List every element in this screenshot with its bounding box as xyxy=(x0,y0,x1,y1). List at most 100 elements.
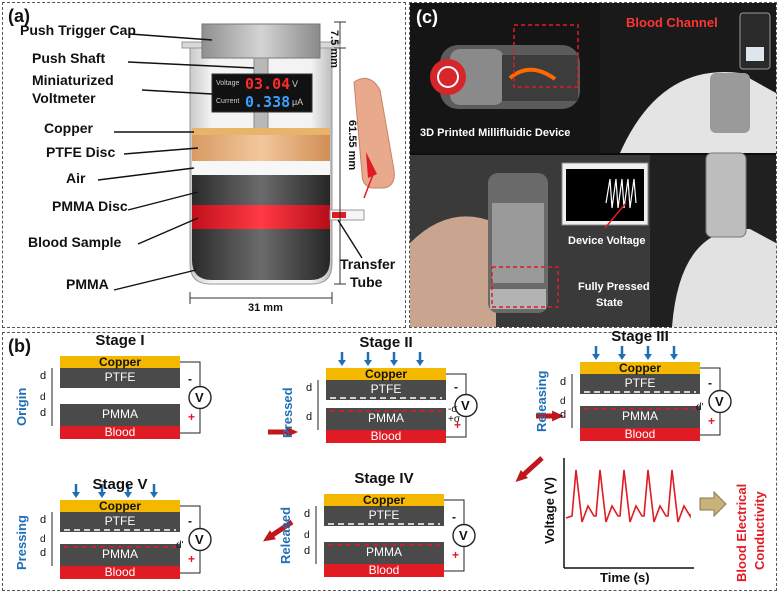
d2-label: d xyxy=(560,396,566,407)
voltmeter-icon xyxy=(188,385,212,410)
panel-b-frame xyxy=(2,332,777,591)
stage3-state: Releasing xyxy=(534,370,549,432)
finger-graphic xyxy=(353,77,395,189)
pmma-label: PMMA xyxy=(622,409,658,423)
d2-label: d xyxy=(40,534,46,545)
panel-a-tag: (a) xyxy=(8,6,30,26)
copper-bar xyxy=(580,362,700,374)
dim-label-top: 7.5 mm xyxy=(328,30,340,68)
voltmeter-icon xyxy=(708,389,732,414)
pmma-label: PMMA xyxy=(368,411,404,425)
stage3-stack xyxy=(571,346,732,441)
label-blood-sample: Blood Sample xyxy=(28,234,122,250)
device-drawing xyxy=(97,21,395,304)
d3-label: d xyxy=(40,407,47,419)
plus-sign: + xyxy=(708,413,716,428)
minus-sign: - xyxy=(188,371,192,386)
voltmeter-symbol: V xyxy=(461,397,470,413)
air-gap xyxy=(192,161,330,175)
pmma-bar xyxy=(326,408,446,430)
blood-label: Blood xyxy=(368,563,400,577)
hand-device xyxy=(710,73,750,133)
ptfe-bar xyxy=(60,512,180,532)
copper-bar xyxy=(326,368,446,380)
graph-x-label: Time (s) xyxy=(600,570,650,585)
ptfe-layer xyxy=(192,135,330,161)
ptfe-label: PTFE xyxy=(370,382,402,396)
transition-arrowhead xyxy=(515,470,528,483)
voltmeter-symbol: V xyxy=(195,531,204,547)
zoom-box xyxy=(513,24,579,88)
ptfe-bar xyxy=(580,374,700,394)
stage4-title: Stage IV xyxy=(354,470,414,487)
trigger-cap xyxy=(201,23,321,59)
panel-c-graphics xyxy=(410,3,776,327)
label-device-voltage: Device Voltage xyxy=(568,235,646,247)
pmma-bottom xyxy=(192,229,330,280)
panel-c-frame xyxy=(409,2,777,328)
pmma-bar xyxy=(324,542,444,564)
d3-label: d xyxy=(306,411,313,423)
d1-label: d xyxy=(306,382,313,394)
voltmeter-symbol: V xyxy=(715,393,724,409)
panel-b-diagram xyxy=(51,346,732,579)
stage1-stack xyxy=(51,356,212,439)
stage3-title: Stage III xyxy=(611,328,669,345)
voltmeter-symbol: V xyxy=(195,389,204,405)
pmma-label: PMMA xyxy=(102,407,138,421)
stage1-title: Stage I xyxy=(95,332,145,349)
result-label-1: Blood Electrical xyxy=(734,483,749,582)
label-pmma-disc: PMMA Disc xyxy=(52,198,128,214)
stage2-state: Pressed xyxy=(280,387,295,438)
pmma-label: PMMA xyxy=(366,545,402,559)
voltmeter-icon xyxy=(454,393,478,418)
label-copper: Copper xyxy=(44,120,93,136)
ptfe-label: PTFE xyxy=(368,508,400,522)
stage4-state: Released xyxy=(278,506,293,564)
copper-bar xyxy=(60,500,180,512)
voltage-trace xyxy=(565,469,691,523)
label-3d-printed: 3D Printed Millifluidic Device xyxy=(420,127,571,139)
minus-sign: - xyxy=(708,375,712,390)
blood-bar xyxy=(60,566,180,579)
minus-sign: - xyxy=(188,513,192,528)
label-transfer: Transfer xyxy=(340,256,396,272)
dim-label-width: 31 mm xyxy=(248,302,283,314)
neg-sigma: -σ xyxy=(448,404,458,415)
copper-layer xyxy=(192,128,330,135)
stage5-stack xyxy=(51,484,212,579)
voltmeter-body xyxy=(211,73,313,113)
dim-label-height: 61.55 mm xyxy=(346,120,358,171)
d2-label: d xyxy=(304,530,310,541)
result-label-2: Conductivity xyxy=(752,491,767,570)
plus-sign: + xyxy=(452,547,460,562)
voltmeter-icon xyxy=(452,523,476,548)
pmma-label: PMMA xyxy=(102,547,138,561)
panel-c-photo: (c) Blood Channel 3D Printed Millifluidi… xyxy=(410,3,776,327)
d-prime: d' xyxy=(176,540,184,551)
copper-label: Copper xyxy=(365,367,407,381)
ptfe-bar xyxy=(324,506,444,526)
plus-sign: + xyxy=(188,409,196,424)
copper-label: Copper xyxy=(619,361,661,375)
stage1-state: Origin xyxy=(14,387,29,426)
blood-label: Blood xyxy=(104,425,136,439)
blood-bar xyxy=(326,430,446,443)
ptfe-label: PTFE xyxy=(104,514,136,528)
vial xyxy=(705,152,747,238)
label-push-shaft: Push Shaft xyxy=(32,50,106,66)
meter-voltage-label: Voltage xyxy=(216,80,240,87)
label-fully-pressed: Fully Pressed xyxy=(578,281,650,293)
label-ptfe-disc: PTFE Disc xyxy=(46,144,116,160)
panel-a-frame xyxy=(2,2,406,328)
stage4-stack xyxy=(315,494,476,577)
blood-label: Blood xyxy=(370,429,402,443)
label-pmma: PMMA xyxy=(66,276,109,292)
voltmeter-icon xyxy=(188,527,212,552)
pmma-bar xyxy=(580,406,700,428)
blood-label: Blood xyxy=(104,565,136,579)
plus-sign: + xyxy=(188,551,196,566)
d2-label: d xyxy=(40,392,46,403)
label-air: Air xyxy=(66,170,86,186)
d-prime: d' xyxy=(696,402,704,413)
